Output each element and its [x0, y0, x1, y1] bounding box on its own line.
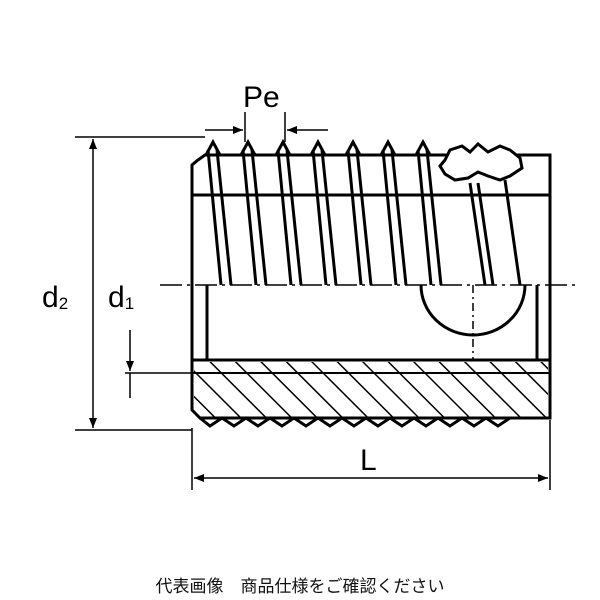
external-threads [204, 138, 443, 286]
thread-flank [239, 138, 268, 286]
d2-dimension [75, 136, 205, 431]
thread-flank [344, 138, 373, 286]
thread-flank [274, 138, 303, 286]
caption: 代表画像 商品仕様をご確認ください [155, 577, 445, 597]
thread-cutout [438, 141, 524, 286]
l-dimension [191, 420, 551, 490]
hatched-section [194, 362, 548, 428]
d1-dimension [125, 330, 192, 398]
l-label: L [360, 444, 377, 477]
thread-flank [414, 138, 443, 286]
thread-flank [309, 138, 338, 286]
pe-dimension [205, 112, 328, 142]
thread-flank [204, 138, 233, 286]
thread-flank [379, 138, 408, 286]
d1-label: d1 [108, 281, 134, 314]
d2-label: d2 [42, 281, 68, 314]
pe-label: Pe [243, 81, 280, 114]
